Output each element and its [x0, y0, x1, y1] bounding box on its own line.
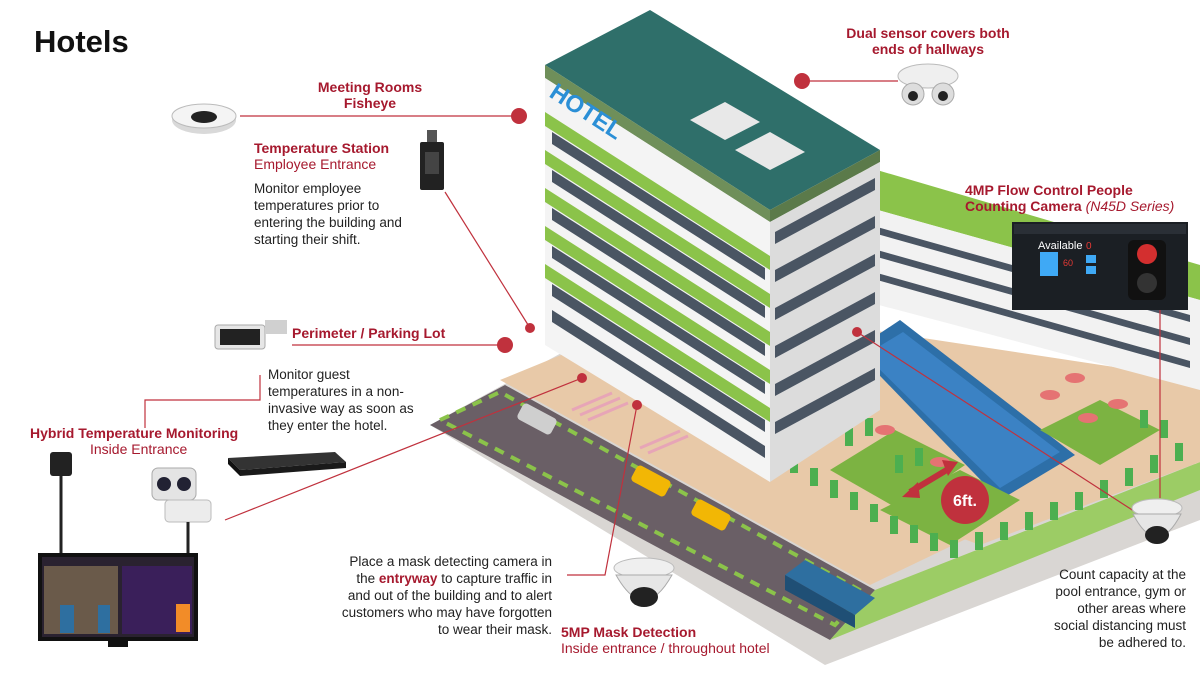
grass-strip [830, 462, 1200, 640]
road-curb-strip [435, 389, 869, 628]
flow-screen-label: Available [1038, 240, 1082, 252]
road [430, 385, 875, 640]
roof-unit-1 [690, 102, 760, 140]
roof-unit-2 [735, 132, 805, 170]
guest-body-line: they enter the hotel. [268, 418, 388, 433]
count-body-line: be adhered to. [1098, 635, 1186, 650]
temperature-station-sub: Employee Entrance [254, 156, 377, 172]
fisheye-camera-icon [171, 103, 237, 134]
temperature-station-icon [420, 130, 444, 190]
guest-body-line: Monitor guest [268, 367, 350, 382]
mask-desc-after: to capture traffic in [437, 571, 552, 586]
hybrid-heading: Hybrid Temperature Monitoring [30, 425, 239, 441]
road-cars [517, 403, 731, 531]
count-body-line: Count capacity at the [1059, 567, 1186, 582]
distance-badge: 6ft. [953, 493, 977, 510]
meeting-rooms-heading: Meeting Rooms [317, 79, 423, 95]
count-body-line: other areas where [1077, 601, 1186, 616]
pool-inner [865, 332, 1060, 488]
temperature-station-heading: Temperature Station [254, 140, 390, 156]
flow-control-series: (N45D Series) [1085, 198, 1175, 214]
dual-sensor-line: ends of hallways [871, 41, 985, 57]
hybrid-temperature-callout: Hybrid Temperature Monitoring Inside Ent… [30, 425, 260, 457]
page-title: Hotels [34, 24, 129, 59]
meeting-rooms-sub: Fisheye [343, 95, 397, 111]
temp-body-line: Monitor employee [254, 181, 362, 196]
meeting-rooms-callout: Meeting Rooms Fisheye [300, 79, 440, 111]
count-body-line: pool entrance, gym or [1055, 584, 1186, 599]
tower-right-floor-bands [775, 178, 875, 434]
mask-desc-the: the [356, 571, 379, 586]
temperature-station-body: Monitor employee temperatures prior to e… [254, 180, 424, 248]
flow-screen-count: 60 [1063, 258, 1073, 268]
dual-sensor-line: Dual sensor covers both [846, 25, 1010, 41]
mask-desc-keyword: entryway [378, 571, 438, 586]
flow-screen-value: 0 [1086, 241, 1092, 252]
people-counting-dome-camera-icon [1131, 498, 1183, 544]
dual-sensor-callout: Dual sensor covers both ends of hallways [830, 25, 1026, 57]
mask-desc-line: and out of the building and to alert [347, 588, 552, 603]
flow-control-callout: 4MP Flow Control People Counting Camera … [965, 182, 1197, 214]
mask-detection-heading: 5MP Mask Detection [561, 624, 697, 640]
count-capacity-callout: Count capacity at the pool entrance, gym… [1010, 566, 1186, 651]
count-body-line: social distancing must [1053, 618, 1186, 633]
crosswalk [571, 391, 689, 455]
mask-desc-line: to wear their mask. [437, 622, 552, 637]
guest-body-line: invasive way as soon as [268, 401, 414, 416]
mask-desc-line: Place a mask detecting camera in [349, 554, 552, 569]
guest-temperature-callout: Monitor guest temperatures in a non- inv… [268, 366, 438, 434]
thermal-camera-icon [151, 467, 212, 560]
line-pool-cam [856, 331, 1141, 516]
mask-desc-line: customers who may have forgotten [341, 605, 552, 620]
flow-control-line: 4MP Flow Control People [965, 182, 1133, 198]
temp-body-line: starting their shift. [254, 232, 361, 247]
hybrid-sub: Inside Entrance [90, 441, 188, 457]
mask-detection-dome-camera-icon [613, 557, 675, 607]
line-hybrid [224, 377, 583, 521]
line-mask [567, 404, 638, 576]
tower-left-floor-bands [545, 112, 770, 458]
line-temp-station [444, 191, 531, 329]
temp-body-line: entering the building and [254, 215, 402, 230]
distance-marker [902, 460, 989, 524]
temperature-station-callout: Temperature Station Employee Entrance Mo… [254, 140, 424, 248]
thermal-monitor-display-icon [38, 553, 198, 647]
guest-body-line: temperatures in a non- [268, 384, 404, 399]
dual-sensor-camera-icon [897, 63, 959, 106]
temp-body-line: temperatures prior to [254, 198, 380, 213]
mask-detection-description: Place a mask detecting camera in the ent… [300, 553, 552, 638]
pool-umbrellas [875, 373, 1128, 467]
bus [785, 560, 875, 615]
perimeter-heading: Perimeter / Parking Lot [292, 325, 446, 341]
callout-dots [497, 73, 862, 410]
hedge-trees [790, 410, 1183, 558]
mask-detection-callout: 5MP Mask Detection Inside entrance / thr… [561, 624, 821, 656]
mask-detection-sub: Inside entrance / throughout hotel [561, 640, 770, 656]
callout-lines [144, 80, 1161, 576]
nvr-recorder-icon [228, 452, 346, 476]
flow-control-line: Counting Camera [965, 198, 1082, 214]
flow-control-screen-icon [1012, 222, 1188, 310]
line-guest [144, 375, 261, 428]
garden-patch-3 [1040, 400, 1160, 465]
panoramic-bullet-camera-icon [214, 320, 287, 350]
